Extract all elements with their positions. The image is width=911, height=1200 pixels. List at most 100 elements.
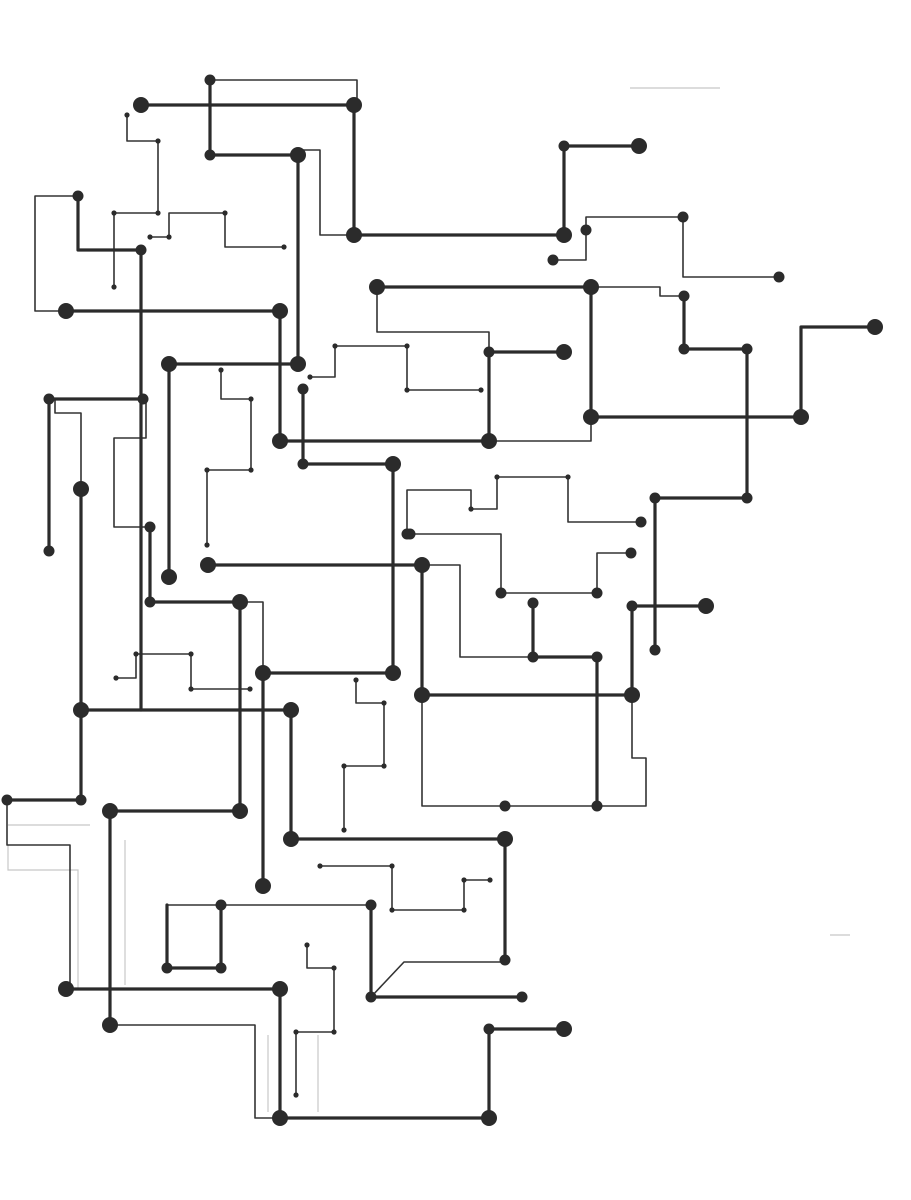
small-pad	[558, 140, 570, 152]
thin-trace	[319, 865, 491, 911]
small-pad	[773, 271, 785, 283]
large-pad	[385, 456, 401, 472]
large-pad	[369, 279, 385, 295]
tiny-pad	[155, 210, 161, 216]
large-pad	[272, 433, 288, 449]
tiny-pad	[307, 374, 313, 380]
small-pad	[483, 1023, 495, 1035]
large-pad	[583, 409, 599, 425]
tiny-pad	[341, 827, 347, 833]
large-pad	[272, 981, 288, 997]
thick-trace	[261, 387, 395, 888]
large-pad	[481, 1110, 497, 1126]
small-pad	[43, 393, 55, 405]
tiny-pad	[389, 863, 395, 869]
small-pad	[297, 383, 309, 395]
thin-trace	[6, 799, 71, 990]
thin-trace-layer	[6, 79, 780, 1119]
thick-trace	[108, 525, 242, 1027]
large-pad	[793, 409, 809, 425]
large-pad	[631, 138, 647, 154]
small-pad	[591, 587, 603, 599]
small-pad	[365, 991, 377, 1003]
tiny-pad	[331, 965, 337, 971]
tiny-pad	[478, 387, 484, 393]
thin-trace	[295, 944, 335, 1096]
tiny-pad	[332, 343, 338, 349]
small-pad	[527, 651, 539, 663]
faint-trace-layer	[7, 87, 850, 1112]
large-pad	[290, 356, 306, 372]
large-pad	[283, 702, 299, 718]
thin-trace	[421, 564, 534, 658]
thin-trace	[113, 398, 151, 528]
tiny-pad	[147, 234, 153, 240]
tiny-pad	[222, 210, 228, 216]
thin-trace	[552, 229, 587, 261]
small-pad	[1, 794, 13, 806]
thin-trace	[421, 694, 647, 807]
small-pad	[677, 211, 689, 223]
tiny-pad	[494, 474, 500, 480]
small-pad	[678, 343, 690, 355]
tiny-pad	[317, 863, 323, 869]
large-pad	[556, 227, 572, 243]
small-pad	[204, 74, 216, 86]
thin-trace	[54, 398, 82, 490]
thick-trace	[208, 78, 300, 366]
small-pad	[516, 991, 528, 1003]
tiny-pad	[293, 1092, 299, 1098]
tiny-pad	[248, 396, 254, 402]
pad-layer	[1, 74, 883, 1126]
large-pad	[290, 147, 306, 163]
small-pad	[72, 190, 84, 202]
large-pad	[161, 569, 177, 585]
thin-trace	[590, 286, 685, 297]
thin-trace	[239, 601, 264, 674]
small-pad	[365, 899, 377, 911]
small-pad	[144, 596, 156, 608]
large-pad	[698, 598, 714, 614]
small-pad	[741, 492, 753, 504]
tiny-pad	[111, 284, 117, 290]
tiny-pad	[281, 244, 287, 250]
small-pad	[135, 244, 147, 256]
small-pad	[635, 516, 647, 528]
large-pad	[867, 319, 883, 335]
tiny-pad	[468, 506, 474, 512]
large-pad	[133, 97, 149, 113]
small-pad	[625, 547, 637, 559]
tiny-pad	[331, 1029, 337, 1035]
thick-trace	[653, 294, 749, 652]
thick-trace	[64, 309, 566, 443]
tiny-pad	[353, 677, 359, 683]
tiny-pad	[247, 686, 253, 692]
thick-trace	[531, 601, 599, 808]
tiny-pad	[461, 907, 467, 913]
tiny-pad	[389, 907, 395, 913]
large-pad	[556, 344, 572, 360]
small-pad	[591, 651, 603, 663]
thick-trace	[206, 563, 708, 697]
small-pad	[75, 794, 87, 806]
thick-trace	[5, 487, 83, 802]
tiny-pad	[133, 651, 139, 657]
thin-trace	[297, 149, 355, 236]
small-pad	[741, 343, 753, 355]
tiny-pad	[188, 651, 194, 657]
large-pad	[283, 831, 299, 847]
large-pad	[583, 279, 599, 295]
large-pad	[624, 687, 640, 703]
small-pad	[649, 492, 661, 504]
tiny-pad	[381, 763, 387, 769]
tiny-pad	[293, 1029, 299, 1035]
small-pad	[297, 458, 309, 470]
thin-trace	[376, 286, 490, 353]
tiny-pad	[565, 474, 571, 480]
large-pad	[255, 665, 271, 681]
large-pad	[272, 303, 288, 319]
thin-trace	[149, 212, 285, 248]
large-pad	[414, 557, 430, 573]
thick-trace	[352, 103, 641, 237]
